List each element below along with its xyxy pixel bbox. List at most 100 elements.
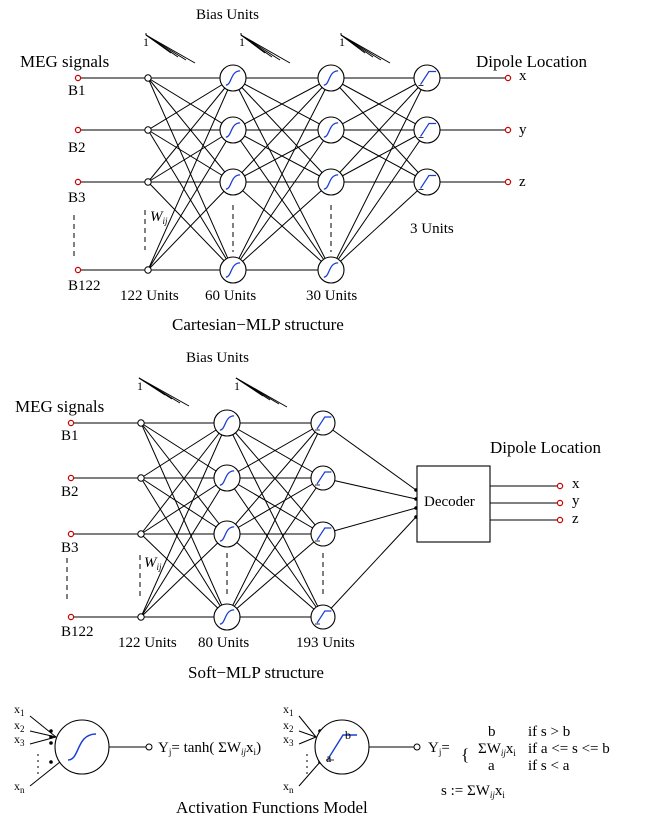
sigmoid-curve-icon xyxy=(323,122,339,138)
weight-edge xyxy=(140,422,228,618)
weight-edge xyxy=(140,533,228,618)
ramp-curve-icon xyxy=(316,610,332,624)
output-ramp-neuron xyxy=(310,521,336,547)
weight-edge xyxy=(232,77,332,271)
bias-line xyxy=(145,34,196,64)
edges-layer xyxy=(29,33,560,787)
activation-input-dot xyxy=(49,760,53,764)
activation-input-line xyxy=(29,715,57,738)
soft-decoder-label: Decoder xyxy=(424,494,475,510)
soft-units-input: 122 Units xyxy=(118,635,177,651)
weight-edge xyxy=(147,77,234,271)
weight-edge xyxy=(226,533,324,618)
cart-input-b3: B3 xyxy=(68,190,86,206)
cart-input-title: MEG signals xyxy=(20,52,109,71)
activation-input-dot xyxy=(49,741,53,745)
bias-line xyxy=(235,377,288,408)
input-node xyxy=(144,266,152,274)
activation-input-line xyxy=(29,761,61,787)
input-node xyxy=(144,178,152,186)
ramp-brace: { xyxy=(461,745,469,764)
weight-edge xyxy=(330,181,428,271)
weight-edge xyxy=(226,422,324,479)
ramp-curve-icon xyxy=(419,70,437,85)
weight-edge xyxy=(140,477,228,535)
cart-units-hidden1: 60 Units xyxy=(205,288,256,304)
case-3-value: a xyxy=(488,758,495,774)
case-2-condition: if a <= s <= b xyxy=(528,741,610,757)
activation-input-line xyxy=(298,715,317,738)
cart-bias-label: Bias Units xyxy=(196,7,259,23)
sigmoid-curve-icon xyxy=(225,70,241,86)
cart-input-b2: B2 xyxy=(68,140,86,156)
decoder-input-line xyxy=(322,422,417,491)
sigmoid-curve-icon xyxy=(323,174,339,190)
hidden2-sigmoid-neuron xyxy=(317,168,345,196)
hidden-sigmoid-neuron xyxy=(213,464,241,492)
soft-input-b1: B1 xyxy=(61,428,79,444)
ramp-curve-icon xyxy=(419,122,437,137)
weight-edge xyxy=(330,77,428,131)
sigmoid-curve-icon xyxy=(225,122,241,138)
activation-input-line xyxy=(298,736,317,745)
soft-input-title: MEG signals xyxy=(15,397,104,416)
output-ramp-neuron xyxy=(310,410,336,436)
hidden2-sigmoid-neuron xyxy=(317,256,345,284)
output-ramp-neuron xyxy=(413,168,441,196)
output-terminal xyxy=(504,74,512,82)
output-ramp-neuron xyxy=(413,64,441,92)
input-node xyxy=(137,613,145,621)
ramp-curve-icon xyxy=(316,471,332,485)
output-terminal xyxy=(556,516,564,524)
tanh-curve-icon xyxy=(67,733,97,761)
nodes-layer xyxy=(49,64,564,775)
input-node xyxy=(137,530,145,538)
activation-input-line xyxy=(298,730,317,738)
cart-output-x: x xyxy=(519,68,527,84)
cart-units-hidden2: 30 Units xyxy=(306,288,357,304)
soft-input-b122: B122 xyxy=(61,624,94,640)
activation-output-terminal xyxy=(413,743,421,751)
sigmoid-curve-icon xyxy=(323,262,339,278)
hidden-sigmoid-neuron xyxy=(213,520,241,548)
input-node xyxy=(144,126,152,134)
activation-output-terminal xyxy=(145,743,153,751)
weight-edge xyxy=(147,77,234,131)
weight-edge xyxy=(232,129,332,183)
sigmoid-curve-icon xyxy=(219,415,235,431)
ramp-input-x1: x1 xyxy=(283,702,294,718)
tanh-input-xn: xn xyxy=(14,779,25,795)
input-terminal xyxy=(67,530,75,538)
cart-input-b122: B122 xyxy=(68,278,101,294)
decoder-input-line xyxy=(322,477,417,500)
tanh-input-x2: x2 xyxy=(14,718,25,734)
case-3-condition: if s < a xyxy=(528,758,570,774)
sigmoid-curve-icon xyxy=(323,70,339,86)
soft-output-y: y xyxy=(572,493,580,509)
weight-edge xyxy=(147,129,234,271)
soft-output-title: Dipole Location xyxy=(490,438,601,457)
weight-edge xyxy=(147,129,234,183)
weight-edge xyxy=(226,477,324,535)
soft-output-z: z xyxy=(572,511,579,527)
weight-edge xyxy=(140,422,228,535)
cart-caption: Cartesian−MLP structure xyxy=(172,315,344,334)
weight-edge xyxy=(147,77,234,183)
cart-bias-symbol-3: 1 xyxy=(339,35,345,49)
bias-line xyxy=(240,34,291,64)
output-ramp-neuron xyxy=(310,604,336,630)
output-ramp-neuron xyxy=(413,116,441,144)
soft-bias-label: Bias Units xyxy=(186,350,249,366)
tanh-input-x3: x3 xyxy=(14,732,25,748)
hidden1-sigmoid-neuron xyxy=(219,116,247,144)
sigmoid-curve-icon xyxy=(225,262,241,278)
output-terminal xyxy=(556,499,564,507)
ramp-neuron xyxy=(314,719,370,775)
ramp-curve-icon xyxy=(327,734,357,760)
ramp-input-x3: x3 xyxy=(283,732,294,748)
ramp-curve-icon xyxy=(316,527,332,541)
weight-edge xyxy=(330,77,428,271)
sigmoid-curve-icon xyxy=(219,609,235,625)
activation-input-dot xyxy=(49,729,53,733)
